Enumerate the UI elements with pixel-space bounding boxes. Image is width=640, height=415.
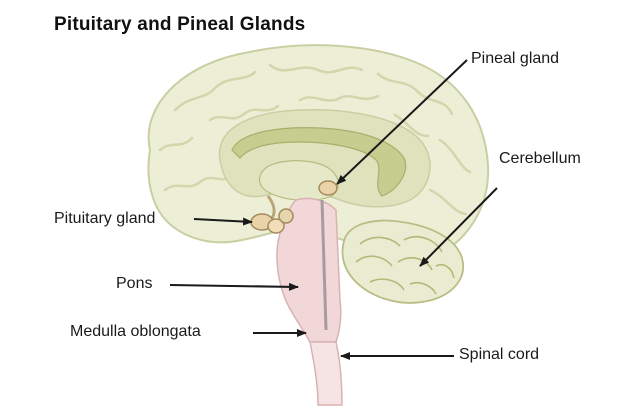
pituitary-leader [193, 217, 253, 226]
label-pons: Pons [116, 275, 153, 292]
spinal-cord-shape [309, 341, 343, 406]
label-spinal-cord: Spinal cord [459, 346, 540, 363]
label-pineal-gland: Pineal gland [471, 50, 560, 67]
central-canal [320, 199, 328, 331]
pons-leader [169, 282, 299, 291]
label-cerebellum: Cerebellum [499, 150, 581, 167]
leader-lines [169, 59, 498, 360]
cerebellum-folia [355, 236, 455, 295]
corpus-callosum [231, 127, 407, 197]
pineal-gland-shape [318, 180, 338, 196]
label-medulla-oblongata: Medulla oblongata [70, 323, 201, 340]
cerebellum-leader [419, 187, 498, 267]
pituitary-gland-shape [250, 195, 294, 234]
cerebral-gyri [158, 63, 472, 216]
thalamus [258, 160, 339, 201]
pineal-leader [336, 59, 468, 185]
diagram-title: Pituitary and Pineal Glands [54, 14, 306, 35]
label-pituitary-gland: Pituitary gland [54, 210, 156, 227]
